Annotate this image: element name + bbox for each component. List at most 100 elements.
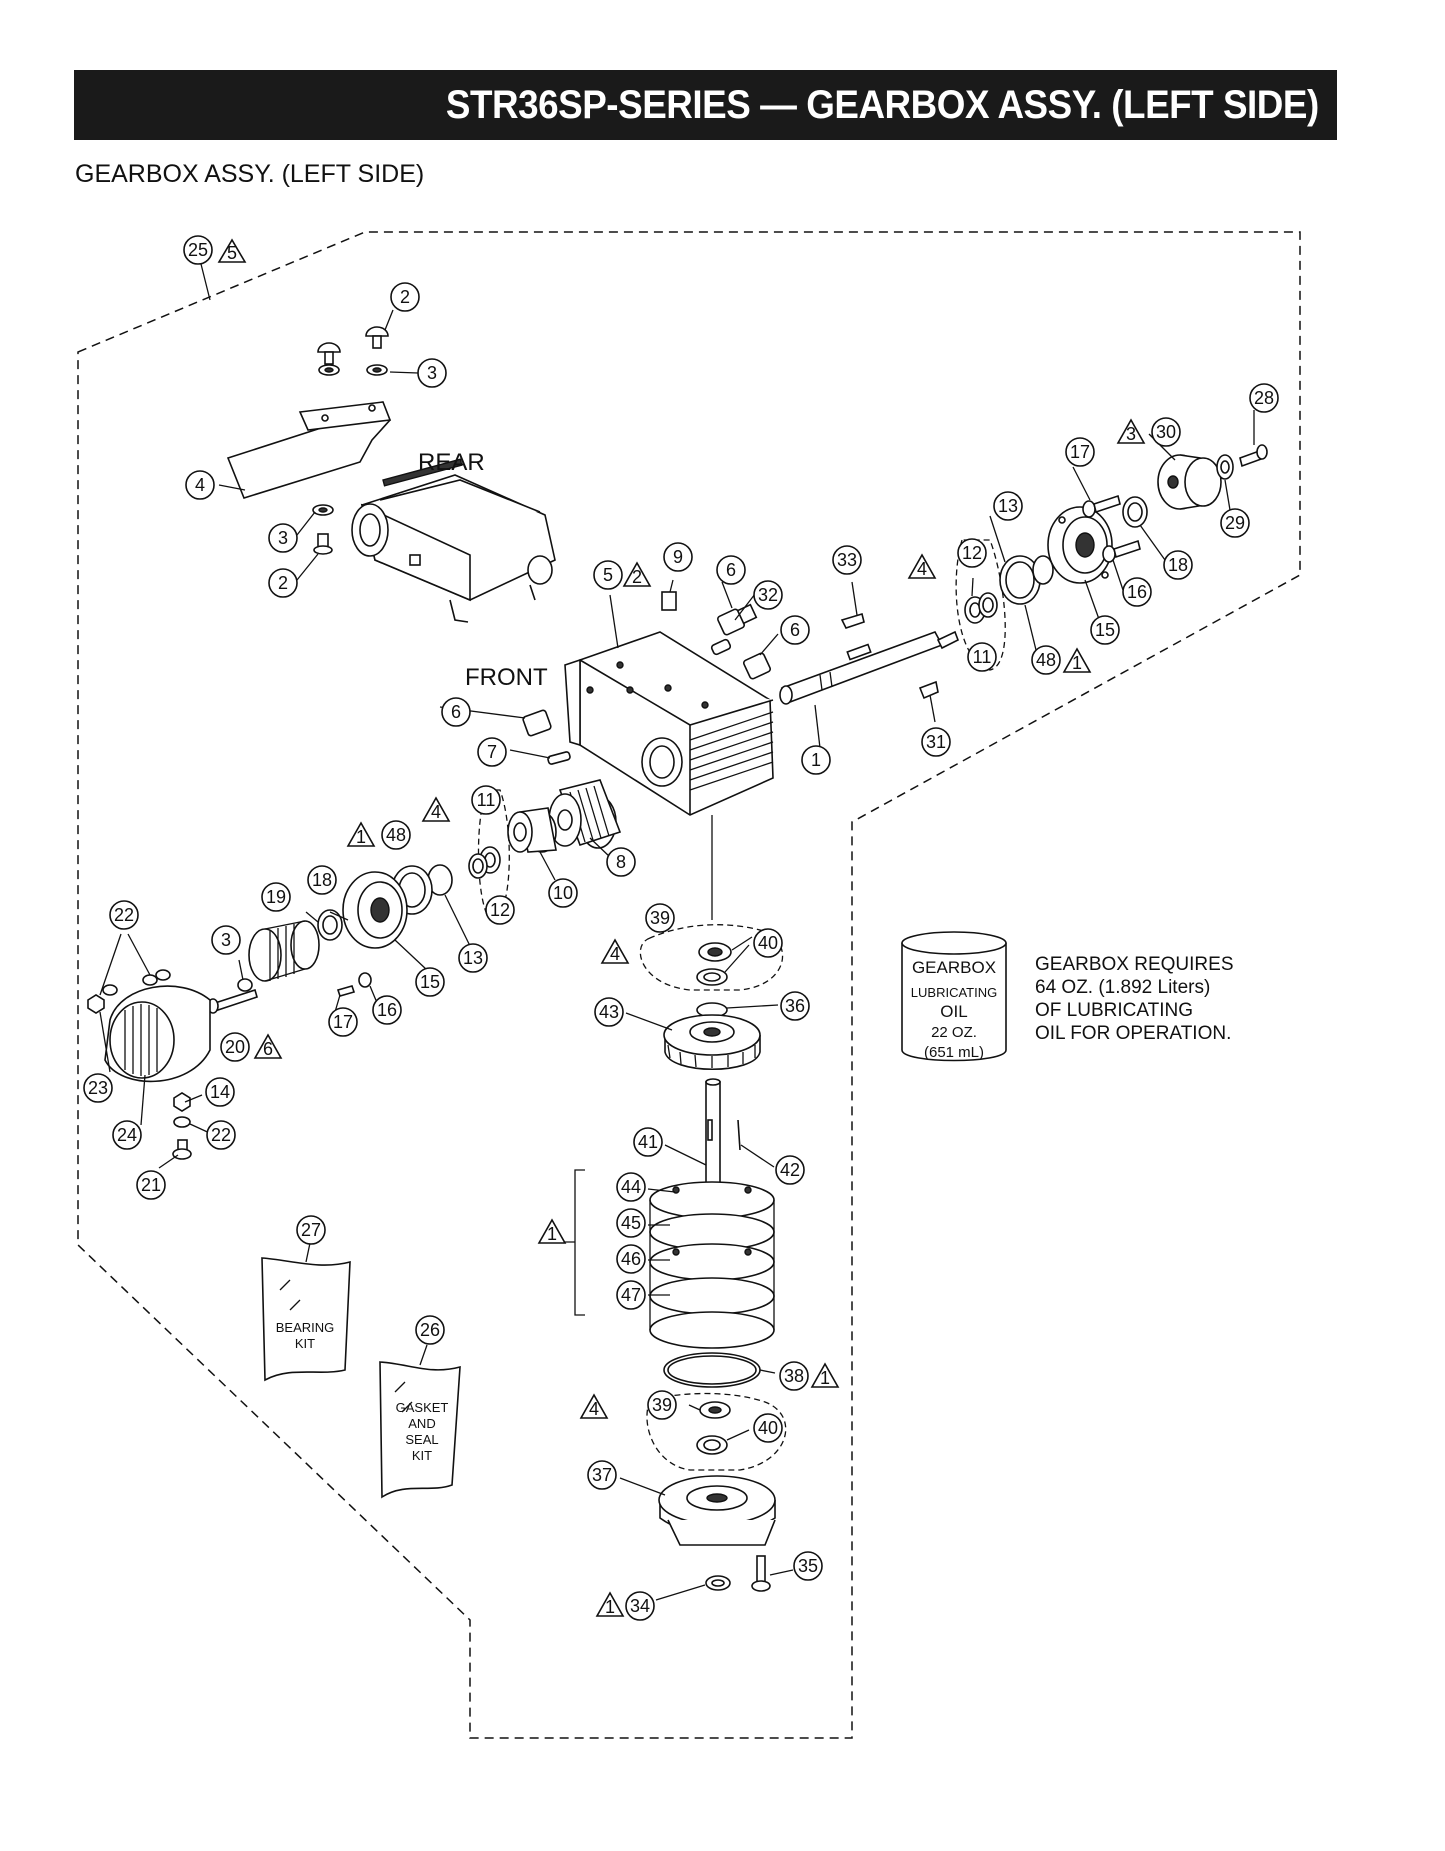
svg-text:13: 13 xyxy=(463,948,483,968)
callout-25: 25 xyxy=(183,235,213,265)
callout-43: 43 xyxy=(594,997,624,1027)
svg-text:4: 4 xyxy=(917,559,927,579)
bottom-cover-37 xyxy=(658,1475,776,1546)
svg-text:3: 3 xyxy=(221,930,231,950)
svg-text:22: 22 xyxy=(114,905,134,925)
svg-text:12: 12 xyxy=(962,543,982,563)
callout-40-upper: 40 xyxy=(753,928,783,958)
bearing-seal-group-lower xyxy=(646,1392,787,1471)
note-triangle-1-bottom: 1 xyxy=(595,1591,625,1617)
svg-text:34: 34 xyxy=(630,1596,650,1616)
oil-can: GEARBOX LUBRICATING OIL 22 OZ. (651 mL) xyxy=(901,931,1007,1062)
svg-text:1: 1 xyxy=(820,1368,830,1388)
svg-text:35: 35 xyxy=(798,1556,818,1576)
callout-45: 45 xyxy=(616,1208,646,1238)
svg-text:46: 46 xyxy=(621,1249,641,1269)
page-title: STR36SP-SERIES — GEARBOX ASSY. (LEFT SID… xyxy=(446,82,1319,127)
callout-24: 24 xyxy=(112,1120,142,1150)
svg-text:4: 4 xyxy=(431,802,441,822)
section-subtitle: GEARBOX ASSY. (LEFT SIDE) xyxy=(75,160,425,188)
callout-11-right: 11 xyxy=(967,642,997,672)
svg-text:23: 23 xyxy=(88,1078,108,1098)
callout-3-mid: 3 xyxy=(268,523,298,553)
oil-note-line-3: OF LUBRICATING xyxy=(1035,1000,1193,1021)
svg-text:6: 6 xyxy=(790,620,800,640)
callout-30: 30 xyxy=(1151,417,1181,447)
cap-screws-right xyxy=(1082,494,1141,563)
svg-text:4: 4 xyxy=(610,944,620,964)
svg-text:6: 6 xyxy=(451,702,461,722)
svg-text:9: 9 xyxy=(673,547,683,567)
fan-cage-19 xyxy=(248,920,320,982)
note-triangle-1-right: 1 xyxy=(1062,647,1092,673)
callout-39-upper: 39 xyxy=(645,903,675,933)
callout-48-right: 48 xyxy=(1031,645,1061,675)
callout-44: 44 xyxy=(616,1172,646,1202)
callout-41: 41 xyxy=(633,1127,663,1157)
bearing-kit: BEARING KIT xyxy=(261,1257,351,1382)
svg-text:48: 48 xyxy=(386,825,406,845)
callout-29: 29 xyxy=(1220,508,1250,538)
callout-40-lower: 40 xyxy=(753,1413,783,1443)
callout-27: 27 xyxy=(296,1215,326,1245)
oil-note-line-1: GEARBOX REQUIRES xyxy=(1035,954,1234,975)
svg-text:5: 5 xyxy=(227,243,237,263)
svg-text:18: 18 xyxy=(1168,555,1188,575)
callout-35: 35 xyxy=(793,1551,823,1581)
front-label: FRONT xyxy=(465,664,548,691)
svg-text:15: 15 xyxy=(420,972,440,992)
callout-17-left: 17 xyxy=(328,1007,358,1037)
svg-text:43: 43 xyxy=(599,1002,619,1022)
svg-text:39: 39 xyxy=(652,1395,672,1415)
note-triangle-1-bracket: 1 xyxy=(537,1218,567,1244)
callout-5: 5 xyxy=(593,560,623,590)
svg-text:4: 4 xyxy=(195,475,205,495)
callout-18-right: 18 xyxy=(1163,550,1193,580)
callout-22-bottom: 22 xyxy=(206,1120,236,1150)
callout-7: 7 xyxy=(477,737,507,767)
gear-housing-stack xyxy=(649,1181,775,1349)
svg-text:3: 3 xyxy=(427,363,437,383)
rear-cover-assembly xyxy=(226,326,392,555)
svg-text:28: 28 xyxy=(1254,388,1274,408)
callout-20: 20 xyxy=(220,1032,250,1062)
callout-19: 19 xyxy=(261,882,291,912)
note-triangle-2: 2 xyxy=(622,561,652,587)
callout-21: 21 xyxy=(136,1170,166,1200)
callout-31: 31 xyxy=(921,727,951,757)
svg-text:30: 30 xyxy=(1156,422,1176,442)
callout-6-front: 6 xyxy=(441,697,471,727)
note-triangle-4-upper-stack: 4 xyxy=(600,938,630,964)
gasket-kit-text-4: KIT xyxy=(412,1448,432,1463)
oil-can-text-1: GEARBOX xyxy=(912,958,996,977)
pipe-plug-upper xyxy=(716,603,758,636)
svg-text:32: 32 xyxy=(758,585,778,605)
washer-3-left xyxy=(237,978,253,992)
bearing-kit-text-1: BEARING xyxy=(276,1320,335,1335)
callout-34: 34 xyxy=(625,1591,655,1621)
callout-28: 28 xyxy=(1249,383,1279,413)
svg-text:4: 4 xyxy=(589,1399,599,1419)
svg-text:20: 20 xyxy=(225,1037,245,1057)
svg-text:11: 11 xyxy=(973,647,992,667)
svg-text:2: 2 xyxy=(632,567,642,587)
svg-text:42: 42 xyxy=(780,1160,800,1180)
rear-label: REAR xyxy=(418,449,485,476)
svg-text:1: 1 xyxy=(547,1224,557,1244)
end-cap-left xyxy=(342,871,408,949)
svg-text:40: 40 xyxy=(758,1418,778,1438)
callout-42: 42 xyxy=(775,1155,805,1185)
svg-text:15: 15 xyxy=(1095,620,1115,640)
svg-text:17: 17 xyxy=(333,1012,353,1032)
hub-right xyxy=(1157,454,1222,510)
svg-text:36: 36 xyxy=(785,996,805,1016)
gasket-kit-text-1: GASKET xyxy=(396,1400,449,1415)
callout-12-left: 12 xyxy=(485,895,515,925)
svg-text:18: 18 xyxy=(312,870,332,890)
svg-text:25: 25 xyxy=(188,240,208,260)
svg-text:14: 14 xyxy=(210,1082,230,1102)
callout-10: 10 xyxy=(548,878,578,908)
callout-16-left: 16 xyxy=(372,995,402,1025)
end-cap-right xyxy=(1047,506,1113,584)
note-triangle-4-lower-stack: 4 xyxy=(579,1393,609,1419)
